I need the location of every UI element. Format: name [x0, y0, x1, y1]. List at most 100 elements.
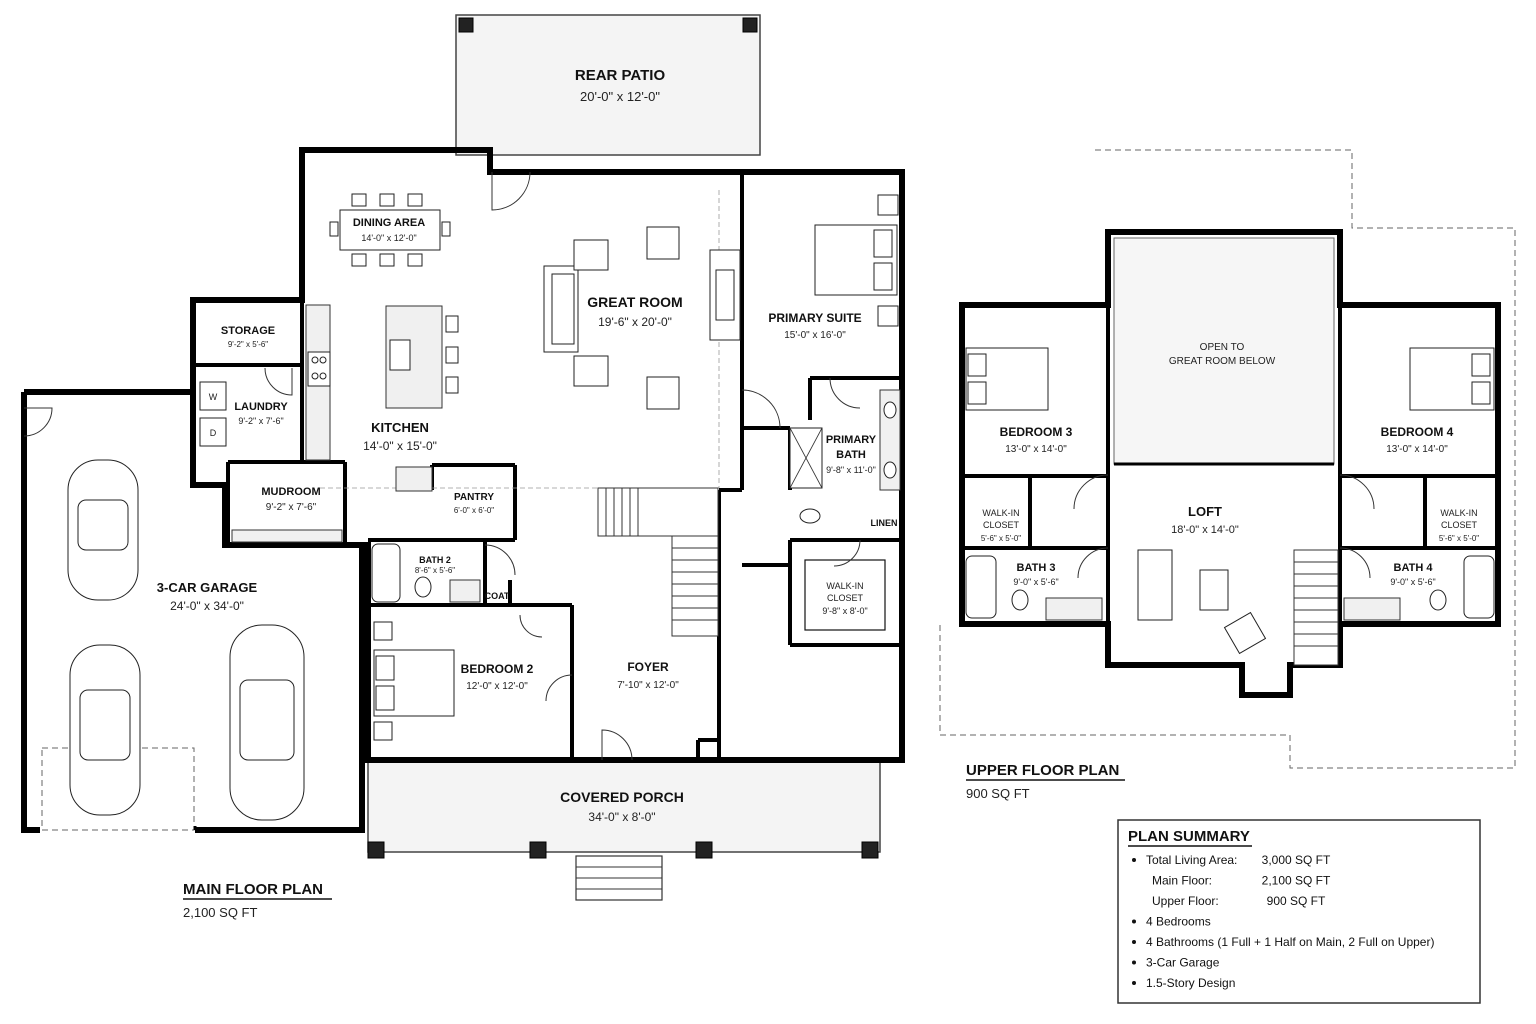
room-dim-dining-area: 14'-0" x 12'-0" — [361, 233, 416, 243]
room-label-pantry: PANTRY — [454, 492, 494, 503]
main-floor-labels: REAR PATIO 20'-0" x 12'-0" DINING AREA 1… — [157, 67, 898, 920]
covered-porch — [367, 759, 881, 901]
room-label-dining-area: DINING AREA — [353, 217, 425, 229]
room-label-bedroom-4: BEDROOM 4 — [1381, 425, 1454, 439]
open-to-below-label: OPEN TO — [1200, 342, 1245, 353]
summary-item-label: 1.5-Story Design — [1146, 976, 1235, 990]
bed-icon — [965, 347, 1049, 411]
main-floor-area: 2,100 SQ FT — [183, 905, 257, 920]
room-dim-walkin-right: 5'-6" x 5'-0" — [1439, 534, 1479, 543]
room-label-bath-3: BATH 3 — [1017, 562, 1056, 574]
toilet-icon — [414, 576, 432, 598]
patio-post — [742, 17, 758, 33]
upper-floor-title: UPPER FLOOR PLAN — [966, 762, 1119, 779]
room-label-walkin-closet: WALK-IN — [826, 581, 863, 591]
bed-icon — [373, 621, 455, 741]
upper-floor-area: 900 SQ FT — [966, 786, 1030, 801]
room-dim-bedroom-3: 13'-0" x 14'-0" — [1005, 444, 1067, 455]
porch-post — [529, 841, 547, 859]
upper-interior-walls — [962, 305, 1498, 624]
upper-floor-labels: OPEN TO GREAT ROOM BELOW BEDROOM 3 13'-0… — [966, 342, 1479, 801]
washer-icon — [199, 381, 227, 411]
plan-summary-title: PLAN SUMMARY — [1128, 828, 1250, 845]
porch-steps — [575, 855, 663, 901]
armchair-icon — [573, 355, 609, 387]
room-dim-walkin-left: 5'-6" x 5'-0" — [981, 534, 1021, 543]
vanity-icon — [1045, 597, 1103, 621]
room-label-primary-bath-2: BATH — [836, 449, 866, 461]
washer-label: W — [209, 392, 218, 402]
room-label-rear-patio: REAR PATIO — [575, 67, 666, 84]
garage-door-swing — [23, 407, 53, 437]
summary-item-value: 3,000 SQ FT — [1262, 853, 1331, 867]
room-dim-mudroom: 9'-2" x 7'-6" — [266, 502, 317, 513]
room-label-walkin-left-2: CLOSET — [983, 520, 1020, 530]
room-label-walkin-right: WALK-IN — [1440, 508, 1477, 518]
vanity-icon — [1343, 597, 1401, 621]
car-icon — [229, 624, 305, 821]
summary-item-value: 2,100 SQ FT — [1262, 874, 1331, 888]
bathtub-icon — [1463, 555, 1495, 619]
room-dim-bedroom-4: 13'-0" x 14'-0" — [1386, 444, 1448, 455]
armchair-icon — [646, 376, 680, 410]
porch-post — [861, 841, 879, 859]
room-label-foyer: FOYER — [627, 660, 669, 674]
stove-icon — [307, 351, 331, 387]
fireplace-icon — [709, 249, 741, 341]
armchair-icon — [1223, 611, 1267, 655]
open-to-below-label-2: GREAT ROOM BELOW — [1169, 356, 1276, 367]
room-dim-garage: 24'-0" x 34'-0" — [170, 599, 244, 613]
room-label-great-room: GREAT ROOM — [587, 294, 682, 310]
car-icon — [67, 459, 139, 601]
bathtub-icon — [965, 555, 997, 619]
summary-item-label: 4 Bathrooms (1 Full + 1 Half on Main, 2 … — [1146, 935, 1434, 949]
room-label-covered-porch: COVERED PORCH — [560, 789, 684, 805]
room-dim-loft: 18'-0" x 14'-0" — [1171, 524, 1239, 536]
room-label-mudroom: MUDROOM — [261, 486, 320, 498]
kitchen-counter — [305, 304, 331, 461]
upper-exterior-wall — [959, 229, 1501, 698]
room-dim-covered-porch: 34'-0" x 8'-0" — [588, 810, 655, 824]
mudroom-bench — [231, 529, 343, 543]
summary-bullet — [1132, 960, 1136, 965]
table-icon — [1199, 569, 1229, 611]
summary-bullet — [1132, 981, 1136, 985]
room-label-linen: LINEN — [871, 518, 898, 528]
main-floor-plan: W D — [21, 14, 905, 901]
bed-icon — [814, 194, 899, 327]
bathtub-icon — [371, 543, 401, 603]
room-label-bedroom-3: BEDROOM 3 — [1000, 425, 1073, 439]
front-door-swing — [601, 729, 633, 761]
sofa-icon — [543, 265, 579, 353]
summary-item-label: Main Floor: — [1152, 874, 1212, 888]
room-label-laundry: LAUNDRY — [234, 401, 288, 413]
room-label-garage: 3-CAR GARAGE — [157, 580, 258, 595]
dining-table-icon — [329, 193, 451, 267]
room-label-bedroom-2: BEDROOM 2 — [461, 662, 534, 676]
summary-item-value: 900 SQ FT — [1267, 894, 1326, 908]
garage — [21, 389, 365, 833]
room-dim-laundry: 9'-2" x 7'-6" — [238, 416, 283, 426]
armchair-icon — [646, 226, 680, 260]
summary-bullet — [1132, 858, 1136, 862]
sink-icon — [883, 401, 897, 419]
room-dim-walkin-closet: 9'-8" x 8'-0" — [822, 606, 867, 616]
rear-door-swing — [491, 171, 531, 211]
rear-patio — [455, 14, 761, 156]
room-dim-pantry: 6'-0" x 6'-0" — [454, 506, 494, 515]
room-dim-rear-patio: 20'-0" x 12'-0" — [580, 89, 660, 104]
armchair-icon — [573, 239, 609, 271]
summary-bullet — [1132, 919, 1136, 924]
toilet-icon — [1429, 589, 1447, 611]
plan-summary-box: PLAN SUMMARY Total Living Area:3,000 SQ … — [1117, 819, 1481, 1004]
summary-item-label: Upper Floor: — [1152, 894, 1219, 908]
room-dim-primary-bath: 9'-8" x 11'-0" — [826, 465, 876, 475]
summary-item-label: 3-Car Garage — [1146, 956, 1220, 970]
room-label-bath-4: BATH 4 — [1394, 562, 1434, 574]
summary-bullet — [1132, 940, 1136, 944]
sink-icon — [389, 339, 411, 371]
toilet-icon — [1011, 589, 1029, 611]
room-dim-great-room: 19'-6" x 20'-0" — [598, 315, 672, 329]
main-stairs — [597, 487, 719, 637]
